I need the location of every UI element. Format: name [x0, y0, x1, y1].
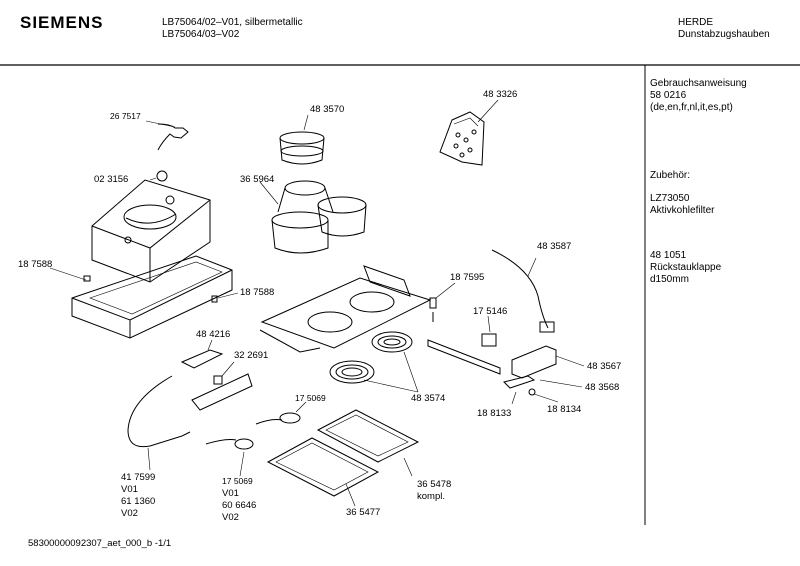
part-label-187595: 18 7595 [450, 272, 485, 283]
accessory-1-code: LZ73050 [650, 193, 690, 204]
part-switch-175146 [481, 315, 497, 347]
part-label-365477: 36 5477 [346, 507, 381, 518]
document-id: 58300000092307_aet_000_b -1/1 [28, 538, 172, 549]
part-label-365478-note: kompl. [417, 491, 445, 502]
part-label-187588-left: 18 7588 [18, 259, 53, 270]
part-lamp-023156 [149, 170, 168, 182]
part-label-175146: 17 5146 [473, 306, 508, 317]
part-base-frame [49, 255, 239, 339]
manual-number: 58 0216 [650, 90, 687, 101]
accessory-1-name: Aktivkohlefilter [650, 205, 715, 216]
accessories-title: Zubehör: [650, 170, 691, 181]
part-motor-housing [91, 179, 211, 283]
part-label-267517: 26 7517 [110, 111, 141, 121]
model-line-2: LB75064/03–V02 [162, 29, 240, 40]
part-label-483574: 48 3574 [411, 393, 446, 404]
part-air-duct-365964 [259, 180, 367, 254]
part-bracket [427, 339, 501, 375]
part-filter-cover-484216 [180, 339, 253, 411]
accessory-2-size: d150mm [650, 274, 689, 285]
part-label-322691: 32 2691 [234, 350, 269, 361]
accessory-2-name: Rückstauklappe [650, 262, 722, 273]
accessory-2-code: 48 1051 [650, 250, 687, 261]
part-label-175069-lower: 17 5069 [222, 476, 253, 486]
part-label-483568: 48 3568 [585, 382, 620, 393]
part-lamp-175069-upper [255, 401, 307, 425]
part-label-188134: 18 8134 [547, 404, 582, 415]
part-label-023156: 02 3156 [94, 174, 129, 185]
part-grease-filter-365478 [316, 409, 420, 477]
part-label-611360-version: V02 [121, 508, 138, 519]
part-label-483587: 48 3587 [537, 241, 572, 252]
category-line-2: Dunstabzugshauben [678, 29, 770, 40]
part-label-175069-lower-version: V01 [222, 488, 239, 499]
part-label-483567: 48 3567 [587, 361, 622, 372]
part-ring-483570 [279, 114, 325, 165]
part-label-187588-right: 18 7588 [240, 287, 275, 298]
part-label-365964: 36 5964 [240, 174, 275, 185]
part-label-188133: 18 8133 [477, 408, 512, 419]
manual-languages: (de,en,fr,nl,it,es,pt) [650, 102, 733, 113]
part-label-483570: 48 3570 [310, 104, 345, 115]
part-lamp-175069-lower [205, 438, 254, 477]
part-cable-417599 [127, 375, 191, 471]
part-label-611360: 61 1360 [121, 496, 156, 507]
part-cable-267517 [145, 120, 189, 151]
part-label-175069-upper: 17 5069 [295, 393, 326, 403]
category-line-1: HERDE [678, 17, 714, 28]
brand-logo: SIEMENS [20, 13, 104, 32]
part-cable-483587 [491, 249, 555, 333]
part-control-483567 [511, 345, 585, 379]
part-label-484216: 48 4216 [196, 329, 231, 340]
manual-title: Gebrauchsanweisung [650, 78, 747, 89]
part-grease-filter-365477 [266, 437, 380, 507]
part-label-606646-version: V02 [222, 512, 239, 523]
model-line-1: LB75064/02–V01, silbermetallic [162, 17, 303, 28]
part-label-417599-version: V01 [121, 484, 138, 495]
part-grilles-483574 [329, 331, 419, 393]
part-buttons-483568 [503, 375, 583, 405]
part-label-365478: 36 5478 [417, 479, 452, 490]
part-label-417599: 41 7599 [121, 472, 156, 483]
part-clip-187595 [429, 282, 456, 322]
part-label-483326: 48 3326 [483, 89, 518, 100]
part-manual-483326 [439, 99, 499, 166]
part-label-606646: 60 6646 [222, 500, 257, 511]
